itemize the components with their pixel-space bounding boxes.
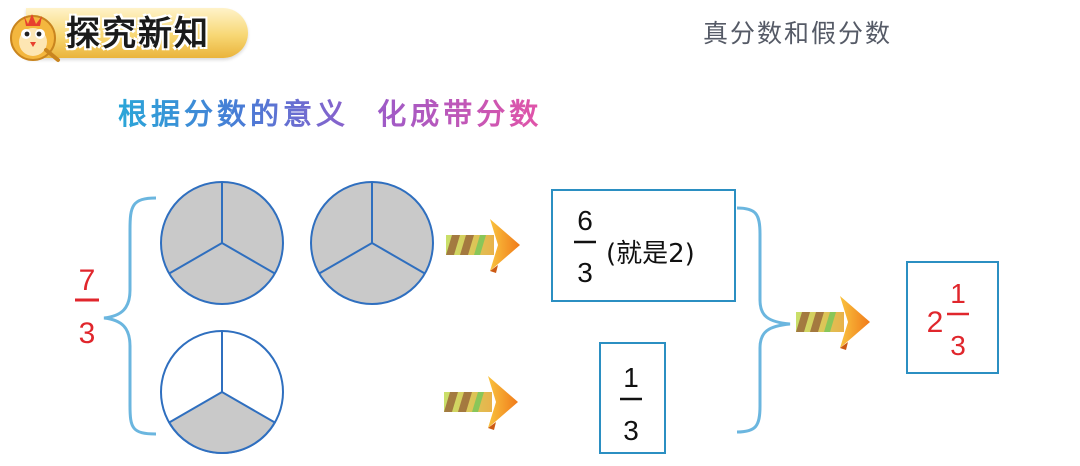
- result-box: [906, 261, 999, 374]
- title-banner: [26, 8, 248, 58]
- box-top: [551, 189, 736, 302]
- box-top-note: (就是2): [606, 239, 695, 269]
- left-brace: [103, 196, 157, 436]
- circle-3: [160, 330, 284, 454]
- left-fraction-denominator: 3: [79, 317, 96, 350]
- lesson-title: 真分数和假分数: [703, 19, 893, 48]
- result-denominator: 3: [950, 330, 966, 361]
- right-brace: [736, 206, 791, 434]
- box-top-denominator: 3: [577, 257, 593, 288]
- box-top-numerator: 6: [577, 205, 593, 236]
- section-title: 探究新知: [66, 14, 210, 54]
- arrow-icon: [444, 376, 518, 430]
- header: 探究新知 真分数和假分数: [0, 0, 1080, 70]
- arrow-icon: [796, 296, 870, 350]
- mascot-icon: [10, 14, 60, 62]
- circle-1: [160, 181, 284, 305]
- left-fraction-numerator: 7: [79, 264, 96, 297]
- arrow-icon: [446, 219, 520, 273]
- box-bottom-numerator: 1: [623, 362, 639, 393]
- circle-2: [310, 181, 434, 305]
- result-numerator: 1: [950, 278, 966, 309]
- result-whole: 2: [927, 306, 944, 339]
- subtitle: 根据分数的意义 化成带分数: [118, 91, 542, 133]
- box-bottom-denominator: 3: [623, 415, 639, 446]
